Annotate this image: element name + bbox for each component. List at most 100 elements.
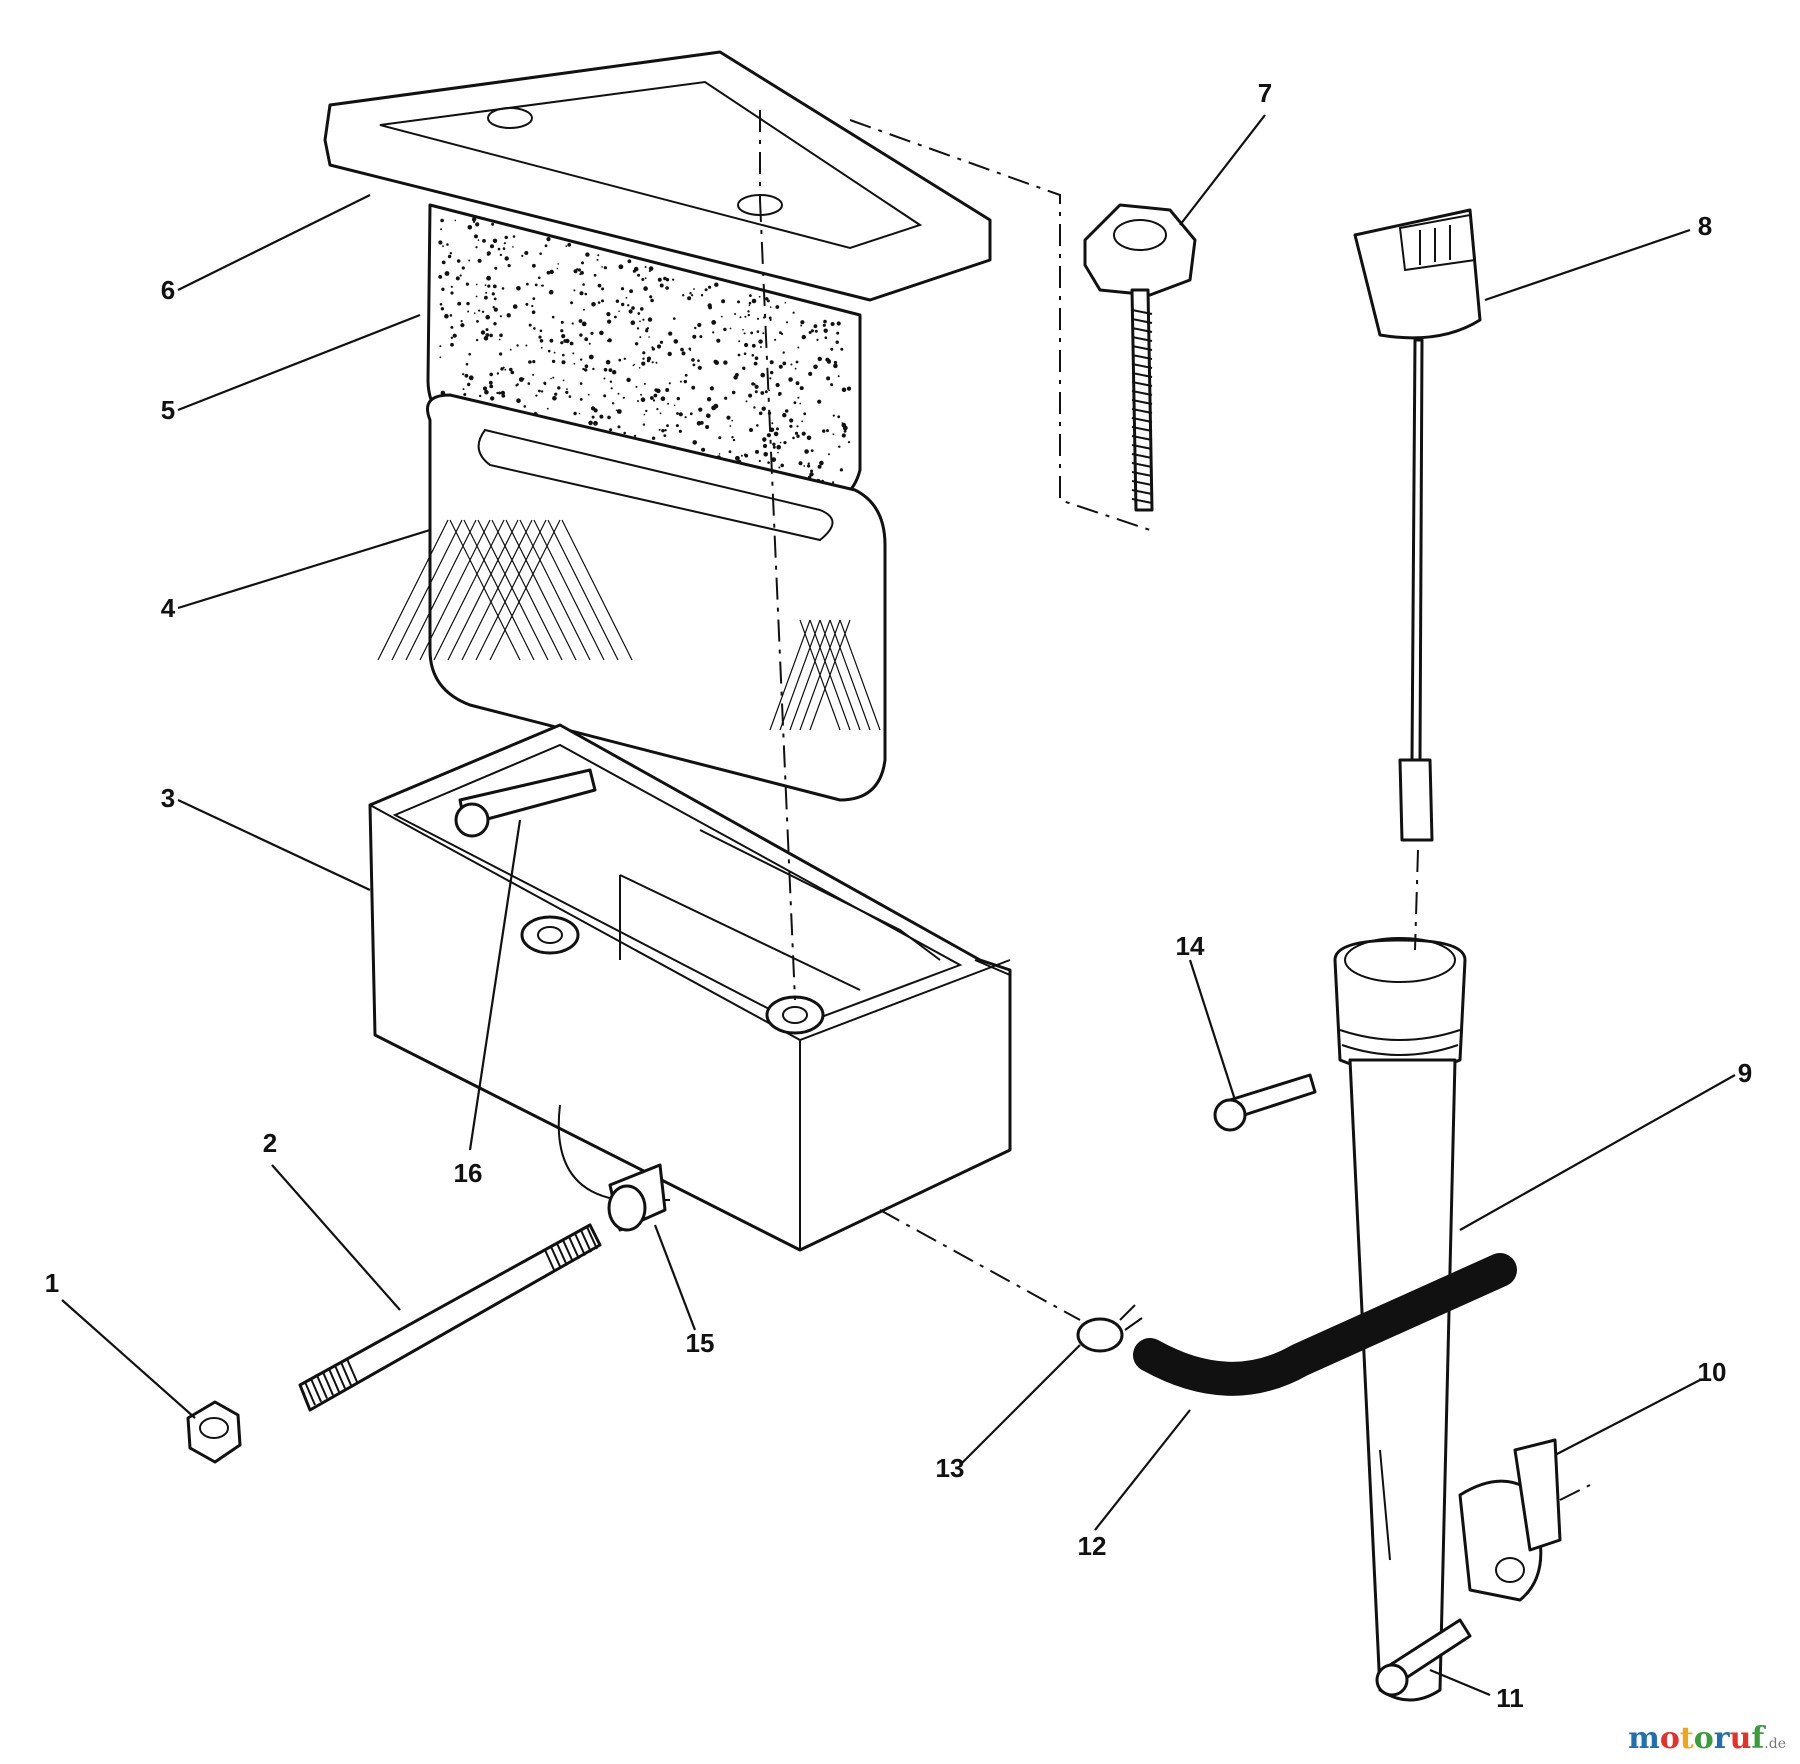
foam-speck (840, 347, 844, 351)
foam-speck (546, 237, 551, 242)
foam-speck (547, 349, 551, 353)
foam-speck (496, 372, 500, 375)
foam-speck (761, 406, 766, 411)
foam-speck (689, 349, 692, 351)
foam-speck (506, 313, 511, 318)
texture-line (316, 1375, 328, 1399)
foam-speck (540, 390, 544, 393)
foam-speck (693, 288, 695, 290)
foam-speck (532, 373, 535, 376)
foam-speck (572, 352, 575, 355)
foam-speck (591, 302, 596, 307)
foam-speck (565, 390, 569, 394)
foam-speck (664, 429, 667, 432)
foam-speck (668, 331, 673, 336)
texture-line (568, 1236, 580, 1260)
foam-speck (603, 266, 608, 270)
foam-speck (731, 436, 734, 439)
foam-speck (573, 411, 577, 416)
foam-speck (790, 363, 793, 366)
foam-speck (806, 435, 812, 441)
foam-speck (687, 296, 692, 301)
foam-speck (841, 433, 846, 438)
foam-speck (706, 413, 711, 419)
foam-speck (713, 403, 719, 409)
foam-speck (796, 434, 800, 438)
foam-speck (697, 322, 702, 328)
foam-speck (666, 424, 669, 427)
foam-speck (498, 338, 501, 341)
foam-speck (550, 377, 552, 380)
foam-speck (551, 359, 556, 364)
foam-speck (659, 340, 664, 344)
callout-4: 4 (161, 593, 176, 623)
foam-speck (706, 397, 712, 402)
foam-speck (642, 423, 646, 426)
foam-speck (797, 396, 800, 399)
foam-speck (610, 387, 613, 390)
foam-speck (588, 420, 593, 426)
foam-speck (634, 342, 639, 346)
texture-line (533, 519, 605, 661)
texture-line (839, 619, 881, 731)
foam-speck (775, 305, 780, 309)
foam-speck (477, 258, 482, 263)
foam-speck (632, 364, 635, 367)
foam-speck (807, 464, 811, 468)
foam-speck (599, 330, 604, 336)
watermark-letter: r (1713, 1721, 1730, 1756)
foam-speck (724, 396, 728, 400)
foam-speck (488, 380, 493, 385)
foam-speck (803, 412, 807, 416)
foam-speck (512, 304, 518, 309)
foam-speck (673, 317, 676, 320)
part-15-spacer (607, 1163, 667, 1232)
foam-speck (792, 311, 795, 314)
foam-speck (633, 266, 639, 272)
foam-speck (499, 333, 503, 338)
foam-speck (528, 323, 532, 327)
texture-line (1131, 480, 1153, 486)
foam-speck (748, 301, 752, 305)
foam-speck (795, 360, 799, 364)
foam-speck (771, 457, 777, 462)
foam-speck (450, 325, 454, 329)
foam-speck (571, 322, 574, 325)
foam-speck (596, 258, 599, 261)
callout-6: 6 (161, 275, 175, 305)
foam-speck (553, 351, 556, 354)
foam-speck (755, 449, 759, 454)
foam-speck (639, 336, 642, 339)
foam-speck (549, 269, 554, 275)
foam-speck (633, 363, 636, 366)
callout-5: 5 (161, 395, 175, 425)
foam-speck (800, 320, 805, 325)
foam-speck (684, 373, 688, 377)
foam-speck (450, 285, 453, 288)
foam-speck (680, 347, 684, 352)
foam-speck (475, 338, 479, 342)
foam-speck (603, 377, 606, 380)
foam-speck (676, 396, 680, 401)
texture-line (586, 1226, 598, 1250)
foam-speck (769, 318, 772, 321)
foam-speck (766, 433, 772, 438)
foam-speck (546, 407, 549, 410)
watermark-letter: f (1751, 1721, 1765, 1756)
foam-speck (737, 300, 740, 304)
foam-speck (612, 370, 617, 375)
callout-12: 12 (1078, 1531, 1107, 1561)
foam-speck (847, 441, 851, 444)
foam-speck (754, 384, 759, 389)
foam-speck (441, 260, 446, 265)
foam-speck (731, 390, 736, 395)
foam-speck (459, 274, 462, 277)
foam-speck (593, 408, 598, 413)
texture-line (1131, 390, 1153, 396)
foam-speck (799, 386, 804, 391)
foam-speck (468, 259, 471, 262)
foam-speck (580, 358, 583, 361)
foam-speck (639, 320, 641, 323)
foam-speck (772, 442, 776, 446)
foam-speck (603, 394, 607, 398)
